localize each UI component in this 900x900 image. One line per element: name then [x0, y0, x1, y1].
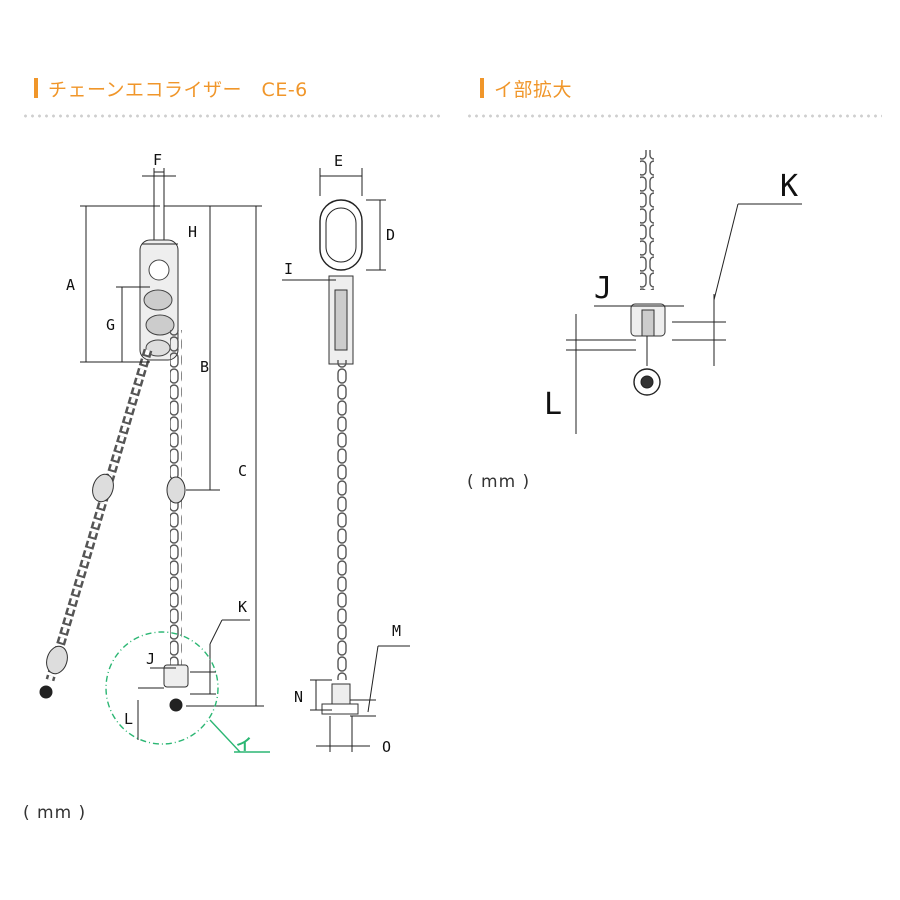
dim-label-L: L	[124, 710, 133, 728]
section-title-left: チェーンエコライザー CE-6	[48, 78, 308, 101]
dim-label-D: D	[386, 226, 395, 244]
dim-label-A: A	[66, 276, 75, 294]
detail-circle	[105, 631, 219, 745]
dim-label-C: C	[238, 462, 247, 480]
dim-label-F: F	[153, 151, 162, 169]
detail-label-J: J	[594, 271, 612, 306]
section-header-right: イ部拡大	[480, 74, 572, 102]
dim-label-I: I	[284, 260, 293, 278]
dim-label-J: J	[146, 650, 155, 668]
header-accent-bar	[480, 78, 484, 98]
dim-label-B: B	[200, 358, 209, 376]
dim-label-M: M	[392, 622, 401, 640]
section-title-right: イ部拡大	[494, 78, 573, 101]
dim-label-E: E	[334, 152, 343, 170]
header-accent-bar	[34, 78, 38, 98]
detail-marker-label: イ	[236, 735, 252, 754]
dim-label-H: H	[188, 223, 197, 241]
dim-label-G: G	[106, 316, 115, 334]
dim-label-K: K	[238, 598, 247, 616]
dim-label-N: N	[294, 688, 303, 706]
section-header-left: チェーンエコライザー CE-6	[34, 74, 308, 102]
detail-label-L: L	[544, 387, 562, 422]
dim-label-O: O	[382, 738, 391, 756]
detail-label-K: K	[780, 169, 798, 204]
unit-label-right: ( mm )	[467, 472, 531, 492]
dotted-divider-left	[22, 114, 442, 118]
dotted-divider-right	[466, 114, 882, 118]
unit-label-left: ( mm )	[23, 803, 87, 823]
